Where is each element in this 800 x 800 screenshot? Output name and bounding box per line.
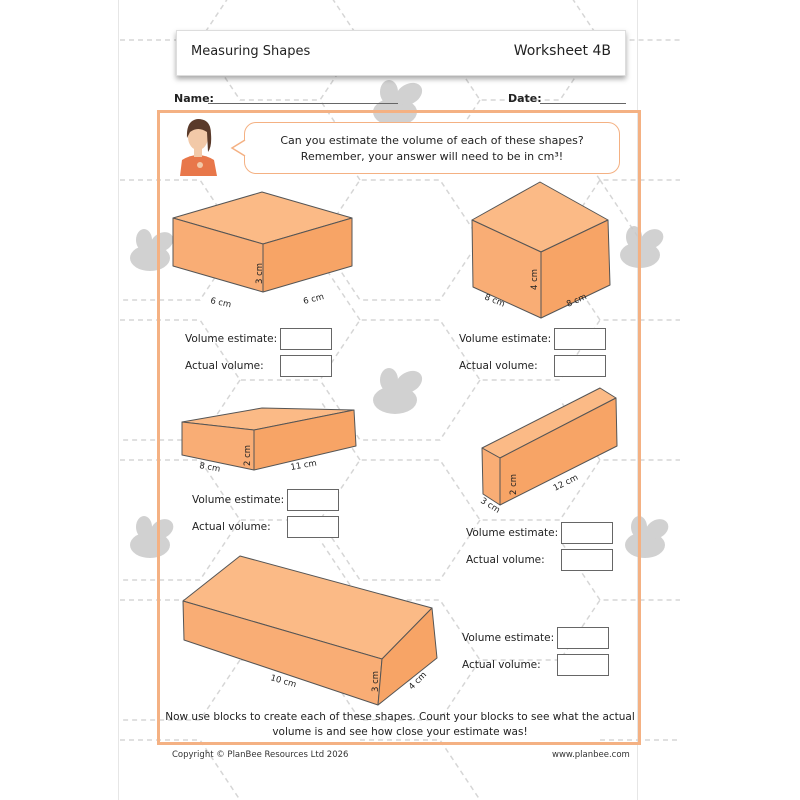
volume-estimate-input-2[interactable]	[554, 328, 606, 350]
date-label: Date:	[508, 92, 542, 105]
shape-4-dim-c: 2 cm	[509, 474, 519, 495]
instructions-line-1: Now use blocks to create each of these s…	[165, 711, 635, 723]
cuboid-shape-1	[172, 191, 353, 293]
shape-2-dim-c: 4 cm	[530, 269, 540, 290]
cuboid-shape-3	[181, 407, 357, 471]
actual-volume-label-3: Actual volume:	[192, 521, 271, 533]
bee-icon	[373, 368, 423, 414]
name-label: Name:	[174, 92, 214, 105]
speech-bubble: Can you estimate the volume of each of t…	[244, 122, 620, 174]
shape-3-dim-a: 8 cm	[198, 461, 220, 475]
actual-volume-input-1[interactable]	[280, 355, 332, 377]
shape-5-dim-c: 3 cm	[371, 671, 381, 692]
actual-volume-label-1: Actual volume:	[185, 360, 264, 372]
volume-estimate-input-5[interactable]	[557, 627, 609, 649]
date-field[interactable]	[540, 103, 626, 104]
bee-icon	[130, 516, 174, 558]
volume-estimate-label-2: Volume estimate:	[459, 333, 552, 345]
cuboid-shape-4	[481, 387, 618, 506]
volume-estimate-label-1: Volume estimate:	[185, 333, 278, 345]
shape-1-dim-b: 6 cm	[302, 292, 325, 307]
volume-estimate-label-3: Volume estimate:	[192, 494, 285, 506]
volume-estimate-input-1[interactable]	[280, 328, 332, 350]
content-frame	[157, 110, 641, 745]
website-link[interactable]: www.planbee.com	[552, 750, 630, 760]
cuboid-shape-2	[471, 181, 611, 319]
volume-estimate-input-3[interactable]	[287, 489, 339, 511]
actual-volume-label-4: Actual volume:	[466, 554, 545, 566]
volume-estimate-input-4[interactable]	[561, 522, 613, 544]
actual-volume-input-4[interactable]	[561, 549, 613, 571]
shape-3-dim-b: 11 cm	[290, 459, 318, 473]
worksheet-number: Worksheet 4B	[513, 43, 611, 59]
actual-volume-input-2[interactable]	[554, 355, 606, 377]
instructions: Now use blocks to create each of these s…	[160, 710, 640, 740]
shape-3-dim-c: 2 cm	[243, 445, 253, 466]
copyright-text: Copyright © PlanBee Resources Ltd 2026	[172, 750, 349, 760]
volume-estimate-label-4: Volume estimate:	[466, 527, 559, 539]
name-field[interactable]	[208, 103, 398, 104]
bee-icon	[130, 229, 174, 271]
page-title: Measuring Shapes	[191, 44, 311, 59]
prompt-line-2: Remember, your answer will need to be in…	[300, 150, 564, 163]
cuboid-shape-5	[182, 555, 438, 706]
volume-estimate-label-5: Volume estimate:	[462, 632, 555, 644]
actual-volume-label-2: Actual volume:	[459, 360, 538, 372]
actual-volume-input-5[interactable]	[557, 654, 609, 676]
prompt-line-1: Can you estimate the volume of each of t…	[280, 134, 584, 147]
instructions-line-2: volume is and see how close your estimat…	[272, 726, 528, 738]
shape-1-dim-a: 6 cm	[209, 296, 232, 310]
actual-volume-input-3[interactable]	[287, 516, 339, 538]
actual-volume-label-5: Actual volume:	[462, 659, 541, 671]
title-card: Measuring Shapes Worksheet 4B	[176, 30, 626, 76]
bee-icon	[625, 516, 669, 558]
shape-1-dim-c: 3 cm	[255, 263, 265, 284]
